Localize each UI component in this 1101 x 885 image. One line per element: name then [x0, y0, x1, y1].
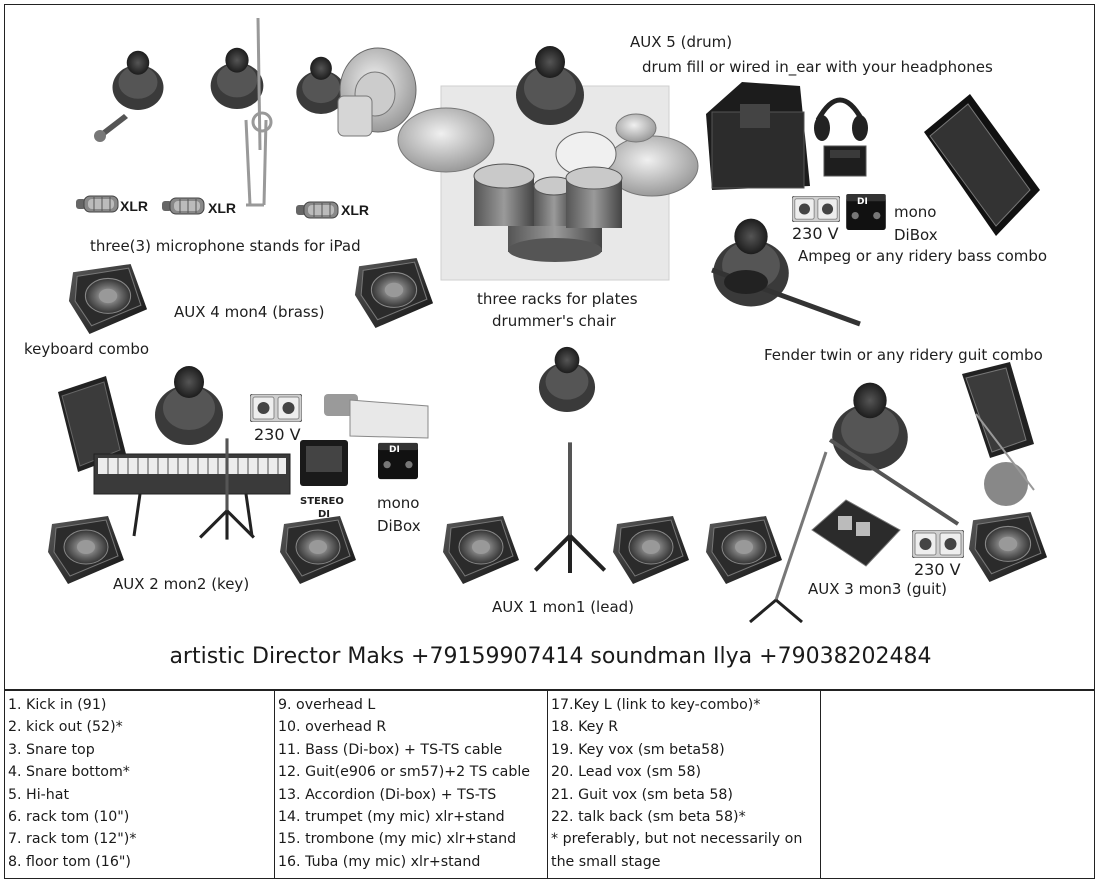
monitor-aux3-right-icon	[968, 511, 1048, 583]
channel-row: 12. Guit(e906 or sm57)+2 TS cable	[278, 764, 531, 781]
channel-row: 15. trombone (my mic) xlr+stand	[278, 831, 517, 848]
headphone-amp-icon	[823, 145, 867, 177]
channel-column-3: 17.Key L (link to key-combo)* 18. Key R 19…	[548, 691, 821, 879]
guitar-combo-amp-icon	[962, 362, 1035, 506]
aux1-label: AUX 1 mon1 (lead)	[492, 598, 635, 616]
pedalboard-icon	[811, 499, 901, 567]
channel-row: 6. rack tom (10")	[8, 809, 130, 826]
power-outlet-guitar-icon	[912, 530, 964, 558]
bass-combo-icon	[924, 94, 1040, 236]
channel-row: 4. Snare bottom*	[8, 764, 130, 781]
aux4-label: AUX 4 mon4 (brass)	[174, 303, 325, 321]
channel-row: 3. Snare top	[8, 741, 95, 758]
keyboard-player-icon	[155, 366, 223, 445]
guitar-mic-stand-icon	[749, 451, 828, 624]
channel-column-4	[821, 691, 1095, 879]
channel-row: 18. Key R	[551, 719, 619, 736]
drummers-chair-label: drummer's chair	[492, 312, 616, 330]
channel-row: 10. overhead R	[278, 719, 387, 736]
monitor-aux2-left-icon	[47, 515, 125, 585]
mono-bass-label: mono	[894, 203, 937, 221]
power-outlet-key-icon	[250, 394, 302, 422]
trombone-player-icon	[210, 17, 273, 207]
aux2-label: AUX 2 mon2 (key)	[113, 575, 250, 593]
bass-player-icon	[711, 218, 861, 327]
power-230v-key-label: 230 V	[254, 425, 301, 444]
xlr-connector-2-icon	[162, 197, 205, 215]
channel-column-1: 1. Kick in (91) 2. kick out (52)* 3. Snare…	[5, 691, 275, 879]
guitar-player-icon	[828, 382, 960, 526]
channel-row: 5. Hi-hat	[8, 786, 70, 803]
channel-row: 19. Key vox (sm beta58)	[551, 741, 725, 758]
xlr-connector-3-icon	[296, 201, 339, 219]
monitor-aux2-right-icon	[279, 515, 357, 585]
power-outlet-bass-icon	[792, 196, 840, 222]
monitor-aux4-left-icon	[68, 263, 148, 335]
drum-fill-monitor-icon	[706, 82, 810, 190]
drum-fill-label: drum fill or wired in_ear with your head…	[642, 58, 993, 76]
channel-row: 14. trumpet (my mic) xlr+stand	[278, 809, 505, 826]
monitor-aux1-left-icon	[442, 515, 520, 585]
power-230v-guitar-label: 230 V	[914, 560, 961, 579]
channel-row: 20. Lead vox (sm 58)	[551, 764, 702, 781]
di-box-bass-text: DI	[857, 197, 868, 207]
xlr-connector-1-icon	[76, 195, 119, 213]
channel-row: 7. rack tom (12")*	[8, 831, 137, 848]
channel-row: 17.Key L (link to key-combo)*	[551, 697, 761, 713]
di-box-accordion-text: DI	[389, 445, 400, 455]
page-frame	[4, 4, 1095, 879]
keyboard-icon	[93, 453, 291, 537]
channel-row: 1. Kick in (91)	[8, 697, 107, 713]
channel-row: 22. talk back (sm beta 58)*	[551, 809, 746, 826]
three-racks-label: three racks for plates	[477, 290, 638, 308]
mic-stand-lead-icon	[535, 442, 604, 573]
channel-row: 13. Accordion (Di-box) + TS-TS	[278, 786, 497, 803]
mono-accordion-label: mono	[377, 494, 420, 512]
stage-plot	[47, 17, 1048, 624]
channel-list-table: 1. Kick in (91) 2. kick out (52)* 3. Snare…	[5, 689, 1095, 879]
drum-kit-icon	[397, 46, 699, 281]
ampeg-label: Ampeg or any ridery bass combo	[798, 247, 1048, 265]
power-230v-bass-label: 230 V	[792, 224, 839, 243]
xlr-label-2: XLR	[208, 200, 236, 216]
channel-row: 2. kick out (52)*	[8, 719, 123, 736]
xlr-label-1: XLR	[120, 198, 148, 214]
channel-row: the small stage	[551, 853, 661, 870]
keyboard-combo-label: keyboard combo	[24, 340, 150, 358]
channel-row: 9. overhead L	[278, 697, 376, 713]
aux5-label: AUX 5 (drum)	[630, 33, 733, 51]
headphones-icon	[814, 97, 868, 141]
channel-row: 16. Tuba (my mic) xlr+stand	[278, 853, 481, 870]
keyboard-combo-amp-icon	[58, 376, 126, 472]
stereo-di-icon	[300, 440, 348, 486]
stereo-di-label: DI	[318, 509, 331, 520]
tuba-player-icon	[296, 47, 417, 137]
channel-row: 8. floor tom (16")	[8, 853, 131, 870]
fender-label: Fender twin or any ridery guit combo	[764, 346, 1043, 364]
monitor-aux1-right-icon	[612, 515, 690, 585]
monitor-aux4-right-icon	[354, 257, 434, 329]
mic-stands-label: three(3) microphone stands for iPad	[90, 237, 361, 255]
contact-line: artistic Director Maks +79159907414 soun…	[169, 644, 932, 669]
stereo-label: STEREO	[300, 496, 344, 507]
channel-row: 11. Bass (Di-box) + TS-TS cable	[278, 741, 503, 758]
channel-row: * preferably, but not necessarily on	[551, 831, 803, 848]
channel-row: 21. Guit vox (sm beta 58)	[551, 786, 733, 803]
channel-column-2: 9. overhead L 10. overhead R 11. Bass (Di-…	[275, 691, 548, 879]
dibox-accordion-label: DiBox	[377, 517, 421, 535]
xlr-label-3: XLR	[341, 202, 369, 218]
lead-vocalist-icon	[538, 346, 596, 412]
dibox-bass-label: DiBox	[894, 226, 938, 244]
trumpet-player-icon	[94, 50, 164, 142]
aux3-label: AUX 3 mon3 (guit)	[808, 580, 947, 598]
monitor-aux3-left-icon	[705, 515, 783, 585]
accordion-icon	[324, 394, 429, 439]
